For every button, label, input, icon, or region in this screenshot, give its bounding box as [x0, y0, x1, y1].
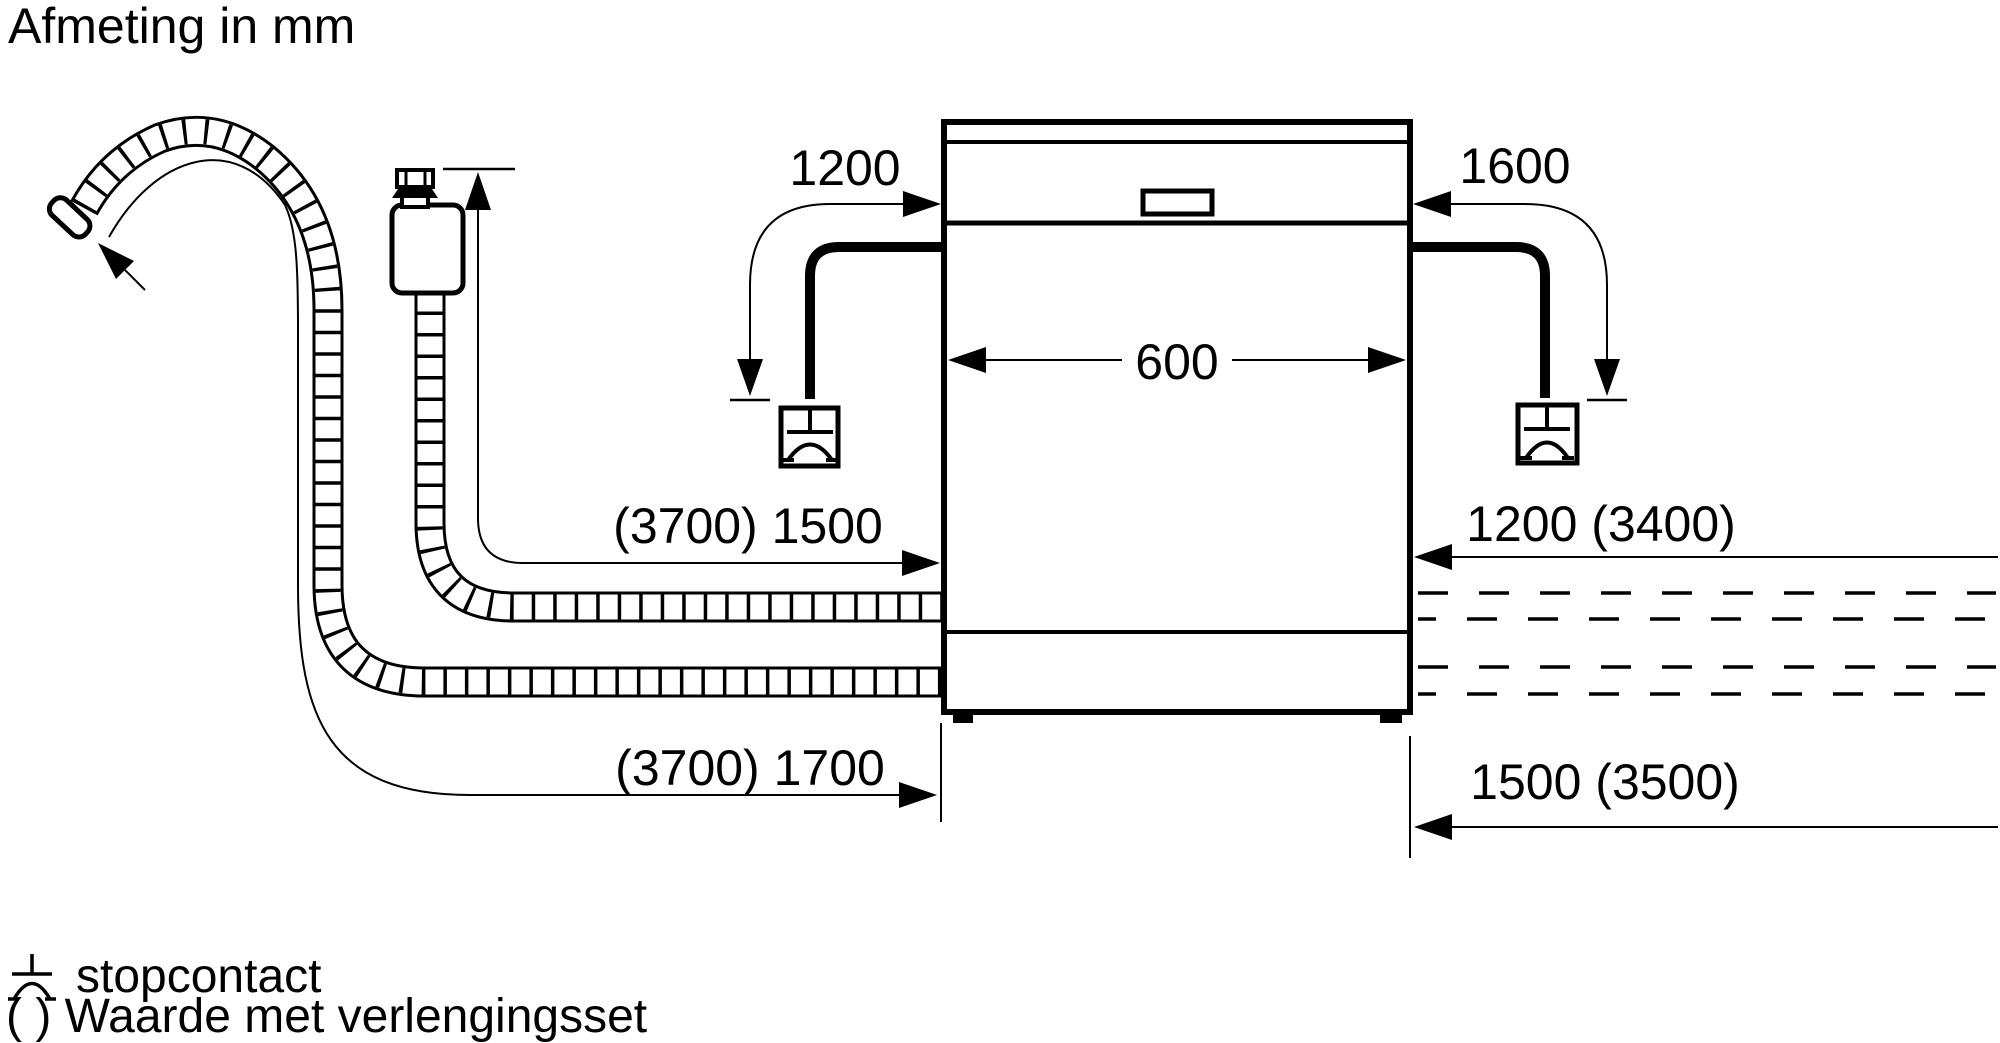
dim-label-power-cord-right: 1600: [1459, 138, 1571, 194]
dim-power-cord-right: [1413, 191, 1627, 402]
aquastop-valve: [389, 168, 466, 296]
drain-hose-end-cap: [46, 195, 93, 240]
dim-label-drain-hose-right: 1500 (3500): [1470, 754, 1740, 810]
socket-outlet-icon-left: [778, 405, 841, 469]
door-handle: [1140, 188, 1215, 217]
legend-socket-label: stopcontact: [76, 950, 322, 1003]
dim-label-supply-hose-right: 1200 (3400): [1466, 496, 1736, 552]
arrowhead-left: [1414, 814, 1452, 840]
arrowhead-right: [1368, 347, 1406, 373]
arrowhead-left: [948, 347, 986, 373]
power-cord-left: [805, 242, 944, 399]
power-cord-right: [1410, 242, 1550, 398]
dim-label-appliance-width: 600: [1135, 334, 1219, 390]
arrowhead-right: [899, 782, 937, 808]
socket-outlet-icon: [8, 954, 56, 1001]
dim-power-cord-left: [730, 191, 941, 402]
dim-label-drain-hose-left: (3700) 1700: [615, 740, 885, 796]
right-foot: [1380, 712, 1402, 723]
arrowhead-up: [465, 172, 491, 210]
arrowhead-left: [1413, 191, 1451, 217]
page-title: Afmeting in mm: [8, 0, 356, 54]
arrowhead-right: [903, 191, 941, 217]
arrowhead-left: [1414, 544, 1452, 570]
socket-outlet-icon-right: [1515, 402, 1580, 466]
drain-hose: [46, 115, 948, 698]
arrowhead-right: [902, 550, 940, 576]
valve-nut: [395, 168, 435, 189]
dim-drain-hose-right: [1409, 736, 1998, 858]
dim-label-power-cord-left: 1200: [789, 140, 901, 196]
dim-drain-hose: [98, 159, 942, 822]
dim-label-supply-hose-left: (3700) 1500: [613, 498, 883, 554]
legend-extension-note: ( ) Waarde met verlengingsset: [6, 990, 648, 1043]
supply-hose: [414, 290, 948, 623]
arrowhead-down: [1594, 359, 1620, 396]
arrowhead-to-hose-end: [98, 243, 134, 279]
dim-appliance-width: [948, 347, 1406, 373]
dim-supply-hose-right: [1414, 544, 1998, 570]
left-foot: [953, 712, 973, 723]
arrowhead-down: [737, 359, 763, 396]
dashed-hose-continuation: [1418, 591, 1996, 696]
dishwasher-outline: [941, 119, 1413, 723]
dim-supply-hose: [443, 167, 940, 576]
